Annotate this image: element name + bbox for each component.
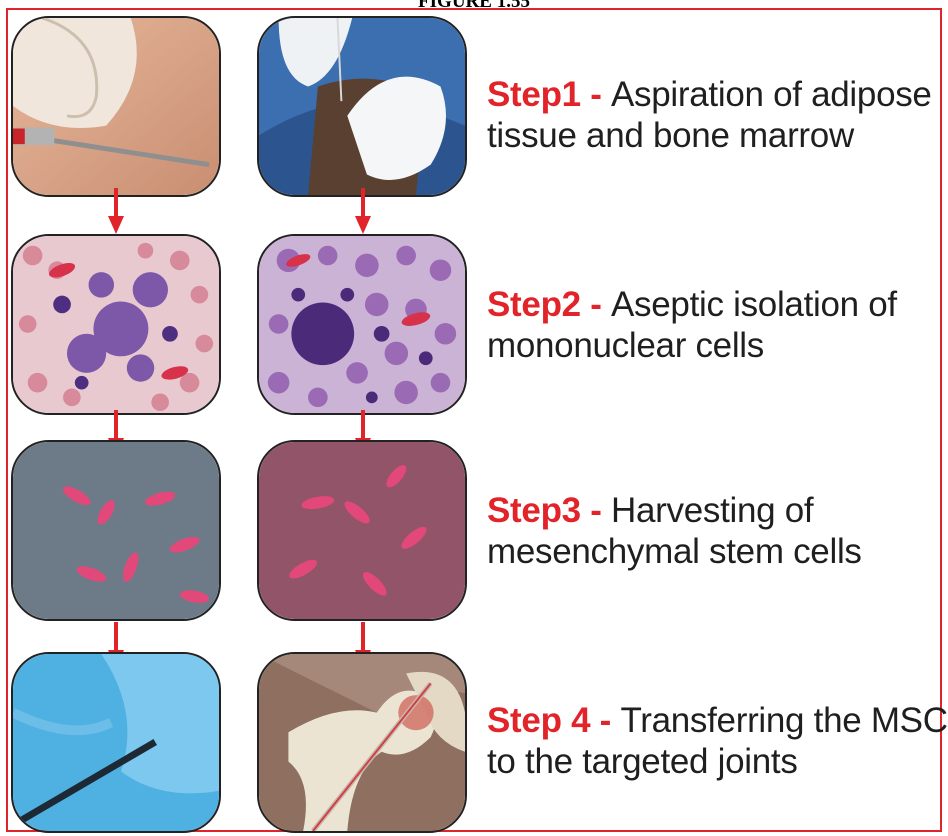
step-3-line-1: Harvesting of [611, 491, 813, 530]
step-4-label: Step 4 - [487, 701, 620, 740]
adipose-aspiration-photo [11, 16, 221, 197]
fluoroscopy-injection-image [11, 652, 221, 833]
arrow-down-icon [355, 188, 371, 234]
step-2-line-2: mononuclear cells [487, 326, 764, 365]
step-1-description: Step1 - Aspiration of adipose tissue and… [487, 74, 932, 156]
step-3-line-2: mesenchymal stem cells [487, 532, 862, 571]
step-3-description: Step3 - Harvesting of mesenchymal stem c… [487, 490, 862, 572]
bone-marrow-aspiration-photo [257, 16, 467, 197]
stem-cells-culture-mauve [257, 440, 467, 621]
step-1-label: Step1 - [487, 75, 611, 114]
stem-cells-culture-gray [11, 440, 221, 621]
step-2-line-1: Aseptic isolation of [611, 285, 897, 324]
mononuclear-cells-micrograph [11, 234, 221, 415]
hip-joint-injection-image [257, 652, 467, 833]
bone-marrow-cells-micrograph [257, 234, 467, 415]
step-2-description: Step2 - Aseptic isolation of mononuclear… [487, 284, 897, 366]
step-1-line-1: Aspiration of adipose [611, 75, 932, 114]
step-3-label: Step3 - [487, 491, 611, 530]
step-4-line-2: to the targeted joints [487, 742, 798, 781]
arrow-down-icon [108, 188, 124, 234]
step-4-description: Step 4 - Transferring the MSC to the tar… [487, 700, 948, 782]
step-1-line-2: tissue and bone marrow [487, 116, 854, 155]
step-4-line-1: Transferring the MSC [620, 701, 947, 740]
step-2-label: Step2 - [487, 285, 611, 324]
